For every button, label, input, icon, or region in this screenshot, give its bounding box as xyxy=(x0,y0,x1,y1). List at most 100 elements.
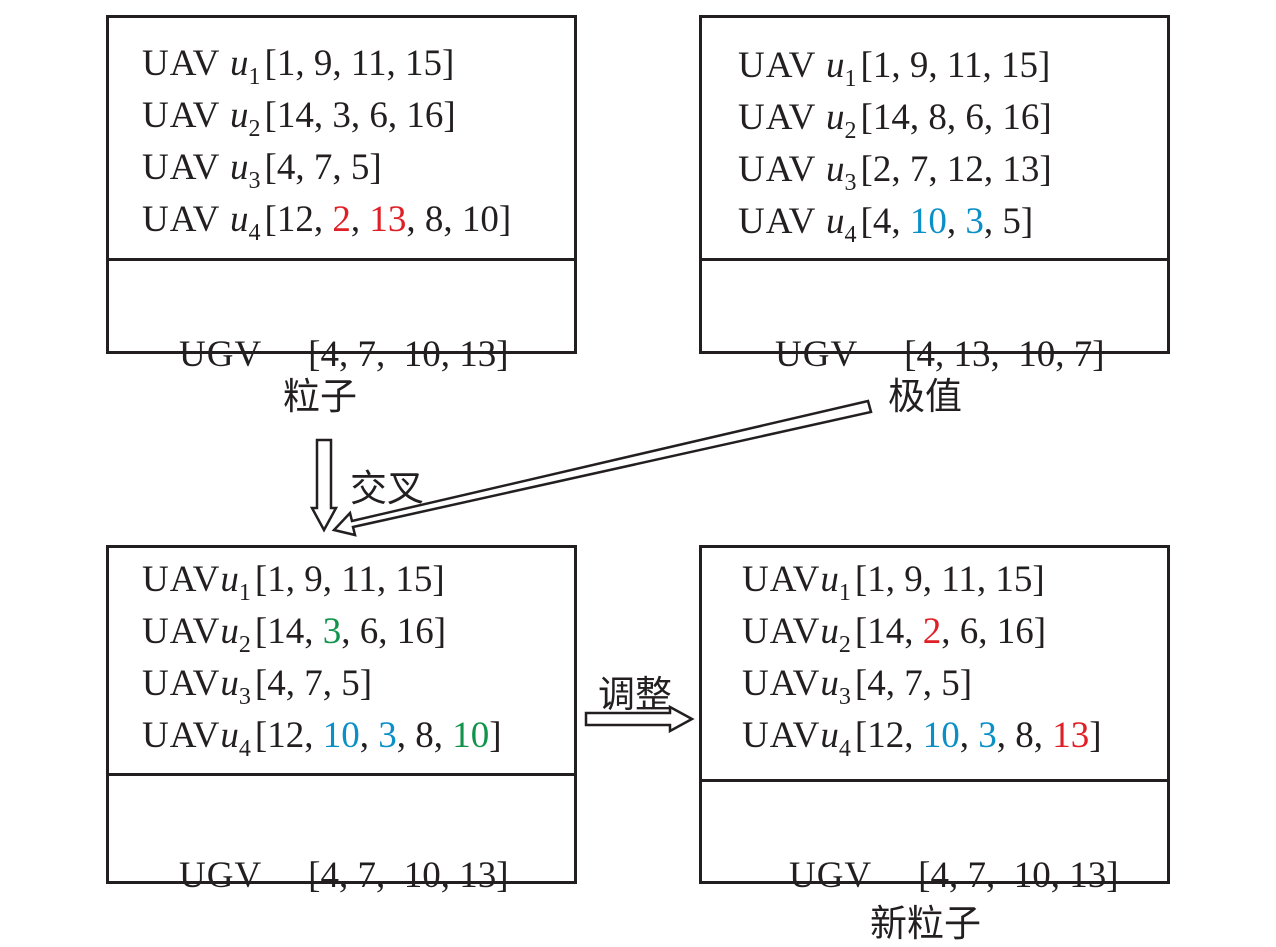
route-node: 5 xyxy=(941,663,960,704)
route-node: 1 xyxy=(267,559,286,600)
route-node: 3 xyxy=(322,611,342,652)
route-node: 12 xyxy=(276,199,314,240)
route-node: 3 xyxy=(978,715,997,756)
route-node: 10 xyxy=(322,715,360,756)
uav-row-1: UAVu1[1, 9, 11, 15] xyxy=(742,560,1045,613)
route-node: 14 xyxy=(872,97,910,138)
route-node: 2 xyxy=(872,149,892,190)
uav-index: 1 xyxy=(238,580,251,606)
route-node: 14 xyxy=(276,95,314,136)
route-node: 3 xyxy=(332,95,351,136)
uav-variable: u xyxy=(220,559,239,600)
route-node: 13 xyxy=(1052,715,1090,756)
ugv-vector: [4, 7, 10, 13] xyxy=(308,334,509,375)
uav-variable: u xyxy=(229,199,249,240)
uav-variable: u xyxy=(229,43,249,84)
route-node: 13 xyxy=(369,199,407,240)
route-node: 5 xyxy=(350,147,370,188)
route-node: 10 xyxy=(909,201,947,242)
route-node: 15 xyxy=(404,43,442,84)
uav-route-vector: [1, 9, 11, 15] xyxy=(264,43,455,84)
extremum-label: 极值 xyxy=(888,375,962,418)
uav-prefix: UAV xyxy=(742,715,821,756)
uav-prefix: UAV xyxy=(142,43,230,84)
uav-route-vector: [1, 9, 11, 15] xyxy=(854,559,1045,600)
uav-row-4: UAV u4[12, 2, 13, 8, 10] xyxy=(142,200,511,253)
ugv-vector: [4, 7, 10, 13] xyxy=(918,855,1119,896)
uav-row-1: UAVu1[1, 9, 11, 15] xyxy=(142,560,445,613)
uav-row-3: UAVu3[4, 7, 5] xyxy=(742,664,972,717)
route-node: 1 xyxy=(872,45,892,86)
uav-section xyxy=(109,18,574,261)
route-node: 16 xyxy=(1002,97,1040,138)
uav-prefix: UAV xyxy=(142,715,221,756)
route-node: 13 xyxy=(1002,149,1040,190)
route-node: 4 xyxy=(267,663,286,704)
particle-box: UGV[4, 7, 10, 13] UAV u1[1, 9, 11, 15]UA… xyxy=(106,15,577,375)
uav-route-vector: [2, 7, 12, 13] xyxy=(860,149,1052,190)
down-arrow xyxy=(309,438,339,533)
uav-route-vector: [1, 9, 11, 15] xyxy=(860,45,1051,86)
new-particle-label: 新粒子 xyxy=(870,902,981,945)
uav-variable: u xyxy=(825,149,845,190)
uav-prefix: UAV xyxy=(738,201,826,242)
uav-row-3: UAVu3[4, 7, 5] xyxy=(142,664,372,717)
uav-row-4: UAV u4[4, 10, 3, 5] xyxy=(738,202,1033,255)
uav-variable: u xyxy=(220,663,239,704)
ugv-label: UGV xyxy=(789,855,873,896)
ugv-label: UGV xyxy=(179,334,263,375)
uav-row-2: UAV u2[14, 3, 6, 16] xyxy=(142,96,456,149)
route-node: 7 xyxy=(904,663,923,704)
uav-prefix: UAV xyxy=(142,559,221,600)
uav-variable: u xyxy=(220,611,239,652)
uav-variable: u xyxy=(820,663,839,704)
uav-variable: u xyxy=(229,147,249,188)
uav-prefix: UAV xyxy=(742,559,821,600)
route-node: 16 xyxy=(406,95,444,136)
uav-section xyxy=(702,18,1167,261)
ugv-row: UGV [4, 13, 10, 7] xyxy=(738,295,1105,415)
ugv-row: UGV [4, 7, 10, 13] xyxy=(142,295,509,415)
uav-variable: u xyxy=(825,201,845,242)
uav-row-3: UAV u3[4, 7, 5] xyxy=(142,148,382,201)
route-node: 10 xyxy=(922,715,960,756)
route-node: 14 xyxy=(867,611,905,652)
extremum-box: UGV[4, 13, 10, 7] UAV u1[1, 9, 11, 15]UA… xyxy=(699,15,1170,375)
uav-prefix: UAV xyxy=(738,97,826,138)
uav-row-1: UAV u1[1, 9, 11, 15] xyxy=(738,46,1050,99)
uav-variable: u xyxy=(220,715,239,756)
uav-route-vector: [4, 10, 3, 5] xyxy=(860,201,1034,242)
uav-row-3: UAV u3[2, 7, 12, 13] xyxy=(738,150,1052,203)
route-node: 7 xyxy=(313,147,333,188)
crossover-box: UGV[4, 7, 10, 13] UAVu1[1, 9, 11, 15]UAV… xyxy=(106,545,577,896)
route-node: 10 xyxy=(452,715,490,756)
uav-row-4: UAVu4[12, 10, 3, 8, 10] xyxy=(142,716,502,769)
ugv-vector: [4, 13, 10, 7] xyxy=(904,334,1105,375)
new-particle-box: UGV[4, 7, 10, 13] UAVu1[1, 9, 11, 15]UAV… xyxy=(699,545,1170,896)
route-node: 9 xyxy=(904,559,923,600)
uav-route-vector: [14, 8, 6, 16] xyxy=(860,97,1052,138)
route-node: 8 xyxy=(424,199,444,240)
route-node: 9 xyxy=(304,559,323,600)
route-node: 8 xyxy=(415,715,434,756)
uav-index: 2 xyxy=(238,632,251,658)
uav-index: 2 xyxy=(838,632,851,658)
uav-index: 4 xyxy=(248,220,261,246)
uav-section xyxy=(109,548,574,776)
uav-route-vector: [12, 10, 3, 8, 13] xyxy=(854,715,1102,756)
uav-route-vector: [14, 3, 6, 16] xyxy=(264,95,456,136)
uav-index: 4 xyxy=(844,222,857,248)
route-node: 11 xyxy=(941,559,977,600)
route-node: 2 xyxy=(332,199,351,240)
route-node: 15 xyxy=(1000,45,1038,86)
uav-prefix: UAV xyxy=(742,611,821,652)
route-node: 3 xyxy=(378,715,397,756)
ugv-label: UGV xyxy=(775,334,859,375)
right-arrow xyxy=(584,704,695,734)
route-node: 8 xyxy=(1015,715,1034,756)
particle-label: 粒子 xyxy=(283,375,357,418)
uav-prefix: UAV xyxy=(142,199,230,240)
uav-section xyxy=(702,548,1167,782)
route-node: 4 xyxy=(867,663,886,704)
